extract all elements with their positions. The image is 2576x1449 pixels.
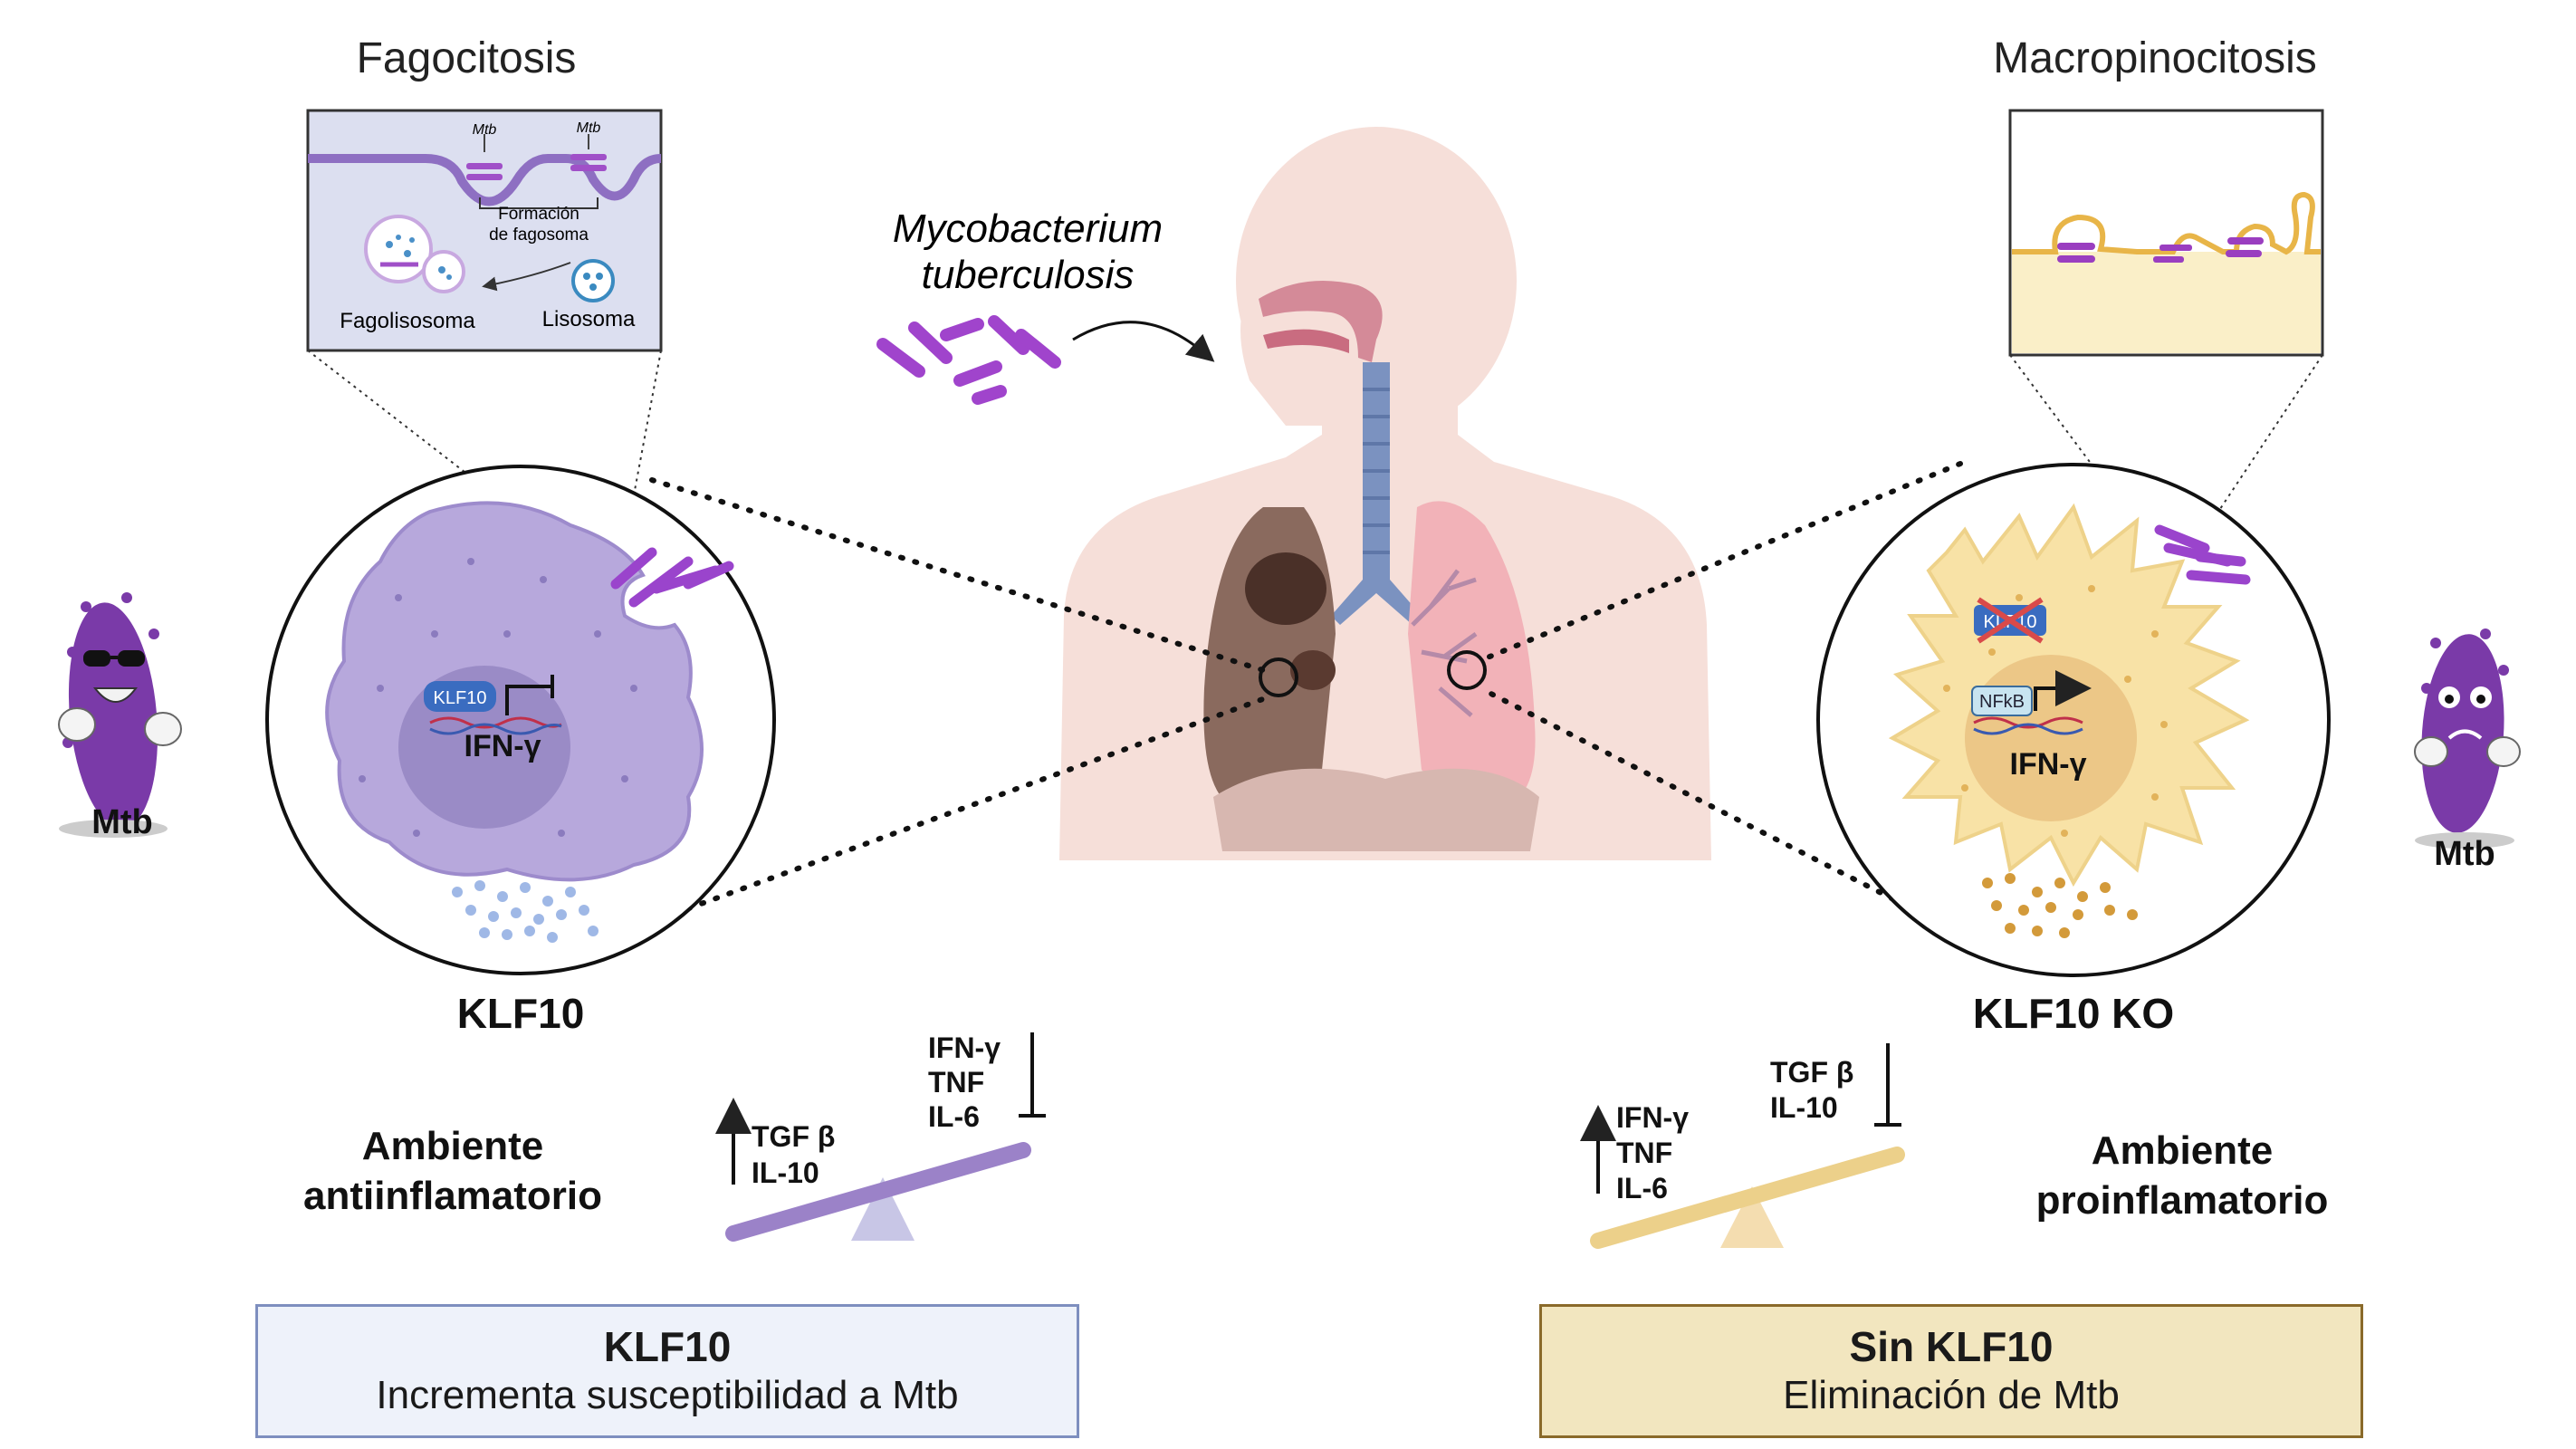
macropinocytosis-inset [2008, 109, 2324, 357]
phagolysosome-label: Fagolisosoma [340, 309, 475, 333]
right-up-cytokine: TNF [1616, 1137, 1672, 1169]
mtb-mascot-sad-icon [2414, 629, 2521, 849]
ifn-gamma-left: IFN-γ [464, 729, 541, 763]
human-torso-illustration [1059, 127, 1711, 860]
left-environment-line1: Ambiente [362, 1124, 543, 1168]
left-up-cytokine: IL-10 [752, 1156, 819, 1189]
mtb-bacilli-icon [876, 315, 1061, 405]
zoom-lines [631, 461, 1963, 931]
left-down-cytokine: IL-6 [928, 1100, 980, 1133]
klf10-badge-left: KLF10 [434, 688, 487, 708]
lysosome-label: Lisosoma [542, 307, 636, 331]
mtb-mascot-happy-icon [58, 592, 182, 838]
right-mascot-label: Mtb [2434, 835, 2495, 873]
right-environment-line2: proinflamatorio [2036, 1178, 2329, 1223]
right-summary-box: Sin KLF10 Eliminación de Mtb [1539, 1304, 2363, 1438]
left-summary-box: KLF10 Incrementa susceptibilidad a Mtb [255, 1304, 1079, 1438]
left-balance-scale-icon [715, 1032, 1046, 1242]
right-macrophage-cell: KLF10 NFkB IFN-γ [1816, 463, 2331, 977]
right-up-cytokine: IFN-γ [1616, 1101, 1689, 1134]
left-up-cytokine: TGF β [752, 1120, 835, 1153]
right-process-title: Macropinocitosis [1993, 34, 2316, 82]
left-summary-text: Incrementa susceptibilidad a Mtb [376, 1373, 959, 1417]
right-balance-scale-icon [1580, 1043, 1905, 1249]
phagosome-label-2: de fagosoma [489, 226, 589, 245]
left-macrophage-cell: KLF10 IFN-γ [265, 465, 776, 975]
right-up-cytokine: IL-6 [1616, 1172, 1668, 1204]
right-down-cytokine: TGF β [1770, 1056, 1853, 1089]
right-environment-line1: Ambiente [2092, 1128, 2273, 1173]
left-down-cytokine: IFN-γ [928, 1032, 1001, 1064]
right-summary-text: Eliminación de Mtb [1783, 1373, 2120, 1417]
right-down-cytokine: IL-10 [1770, 1091, 1838, 1124]
mtb-tag-a: Mtb [473, 122, 497, 138]
ifn-gamma-right: IFN-γ [2010, 747, 2087, 782]
left-cell-label: KLF10 [457, 990, 585, 1037]
nfkb-badge: NFkB [1979, 692, 2025, 712]
knockout-cross-icon [1977, 597, 2044, 644]
left-down-cytokine: TNF [928, 1066, 984, 1099]
phagosome-label-1: Formación [498, 205, 579, 224]
phagocytosis-inset: Mtb Mtb Formación de fagosoma Fagolisoso… [306, 109, 663, 352]
left-mascot-label: Mtb [91, 803, 153, 841]
mtb-tag-b: Mtb [577, 120, 601, 136]
activation-arrow-icon [2034, 670, 2092, 711]
right-cell-label: KLF10 KO [1973, 990, 2174, 1037]
left-summary-title: KLF10 [603, 1323, 732, 1370]
pathogen-name-line2: tuberculosis [922, 253, 1135, 297]
infection-arrow-icon [1072, 321, 1215, 362]
pathogen-name-line1: Mycobacterium [893, 206, 1163, 251]
right-summary-title: Sin KLF10 [1849, 1323, 2054, 1370]
left-process-title: Fagocitosis [357, 34, 577, 82]
left-environment-line2: antiinflamatorio [303, 1174, 602, 1218]
